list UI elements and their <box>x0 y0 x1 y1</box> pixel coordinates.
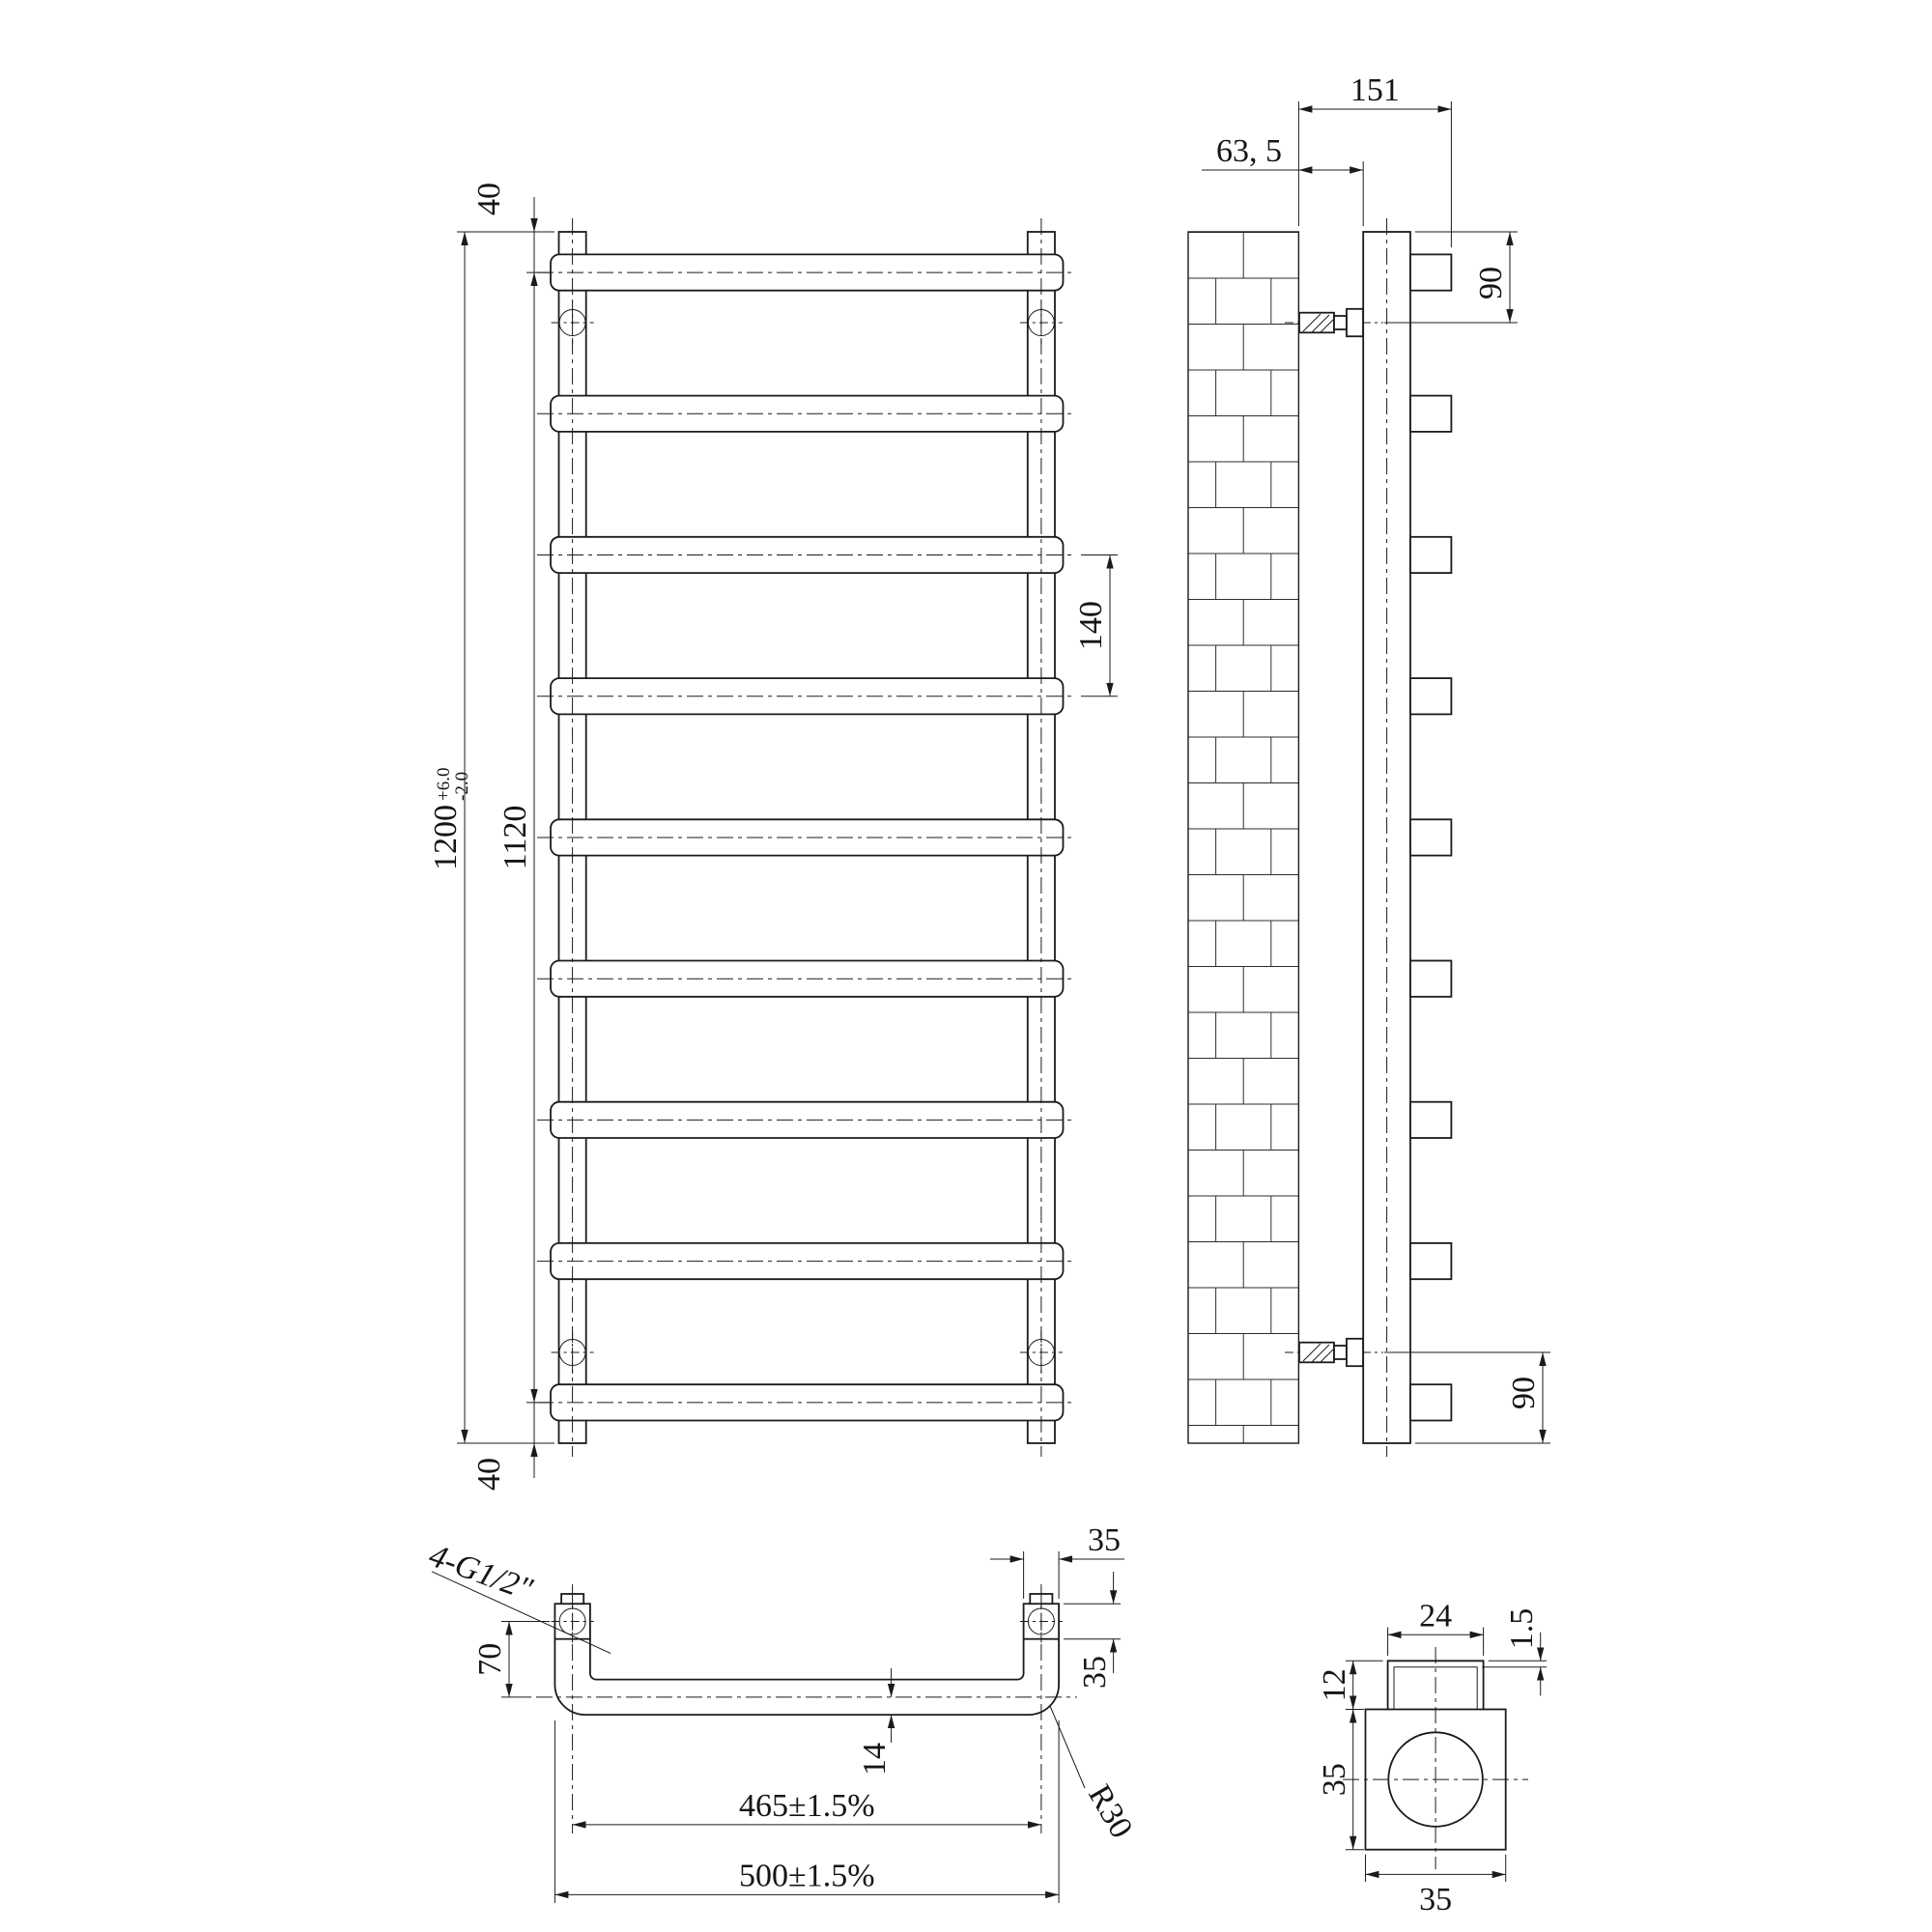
dim-tube-height: 35 <box>1317 1709 1364 1851</box>
dim-bar-pitch-value: 140 <box>1073 601 1109 650</box>
dim-end-drop-value: 70 <box>472 1643 508 1676</box>
dim-bend-radius-value: R30 <box>1081 1779 1139 1845</box>
side-bar <box>1409 959 1453 998</box>
dim-end-block-height: 35 <box>1064 1572 1121 1689</box>
side-bar <box>1409 535 1453 574</box>
front-bar <box>536 677 1077 716</box>
dim-tube-value: 14 <box>857 1743 893 1776</box>
dim-socket-height: 12 <box>1317 1660 1383 1710</box>
front-bar <box>536 1242 1077 1281</box>
dim-top-bracket-offset-value: 90 <box>1473 267 1509 299</box>
dim-bend-radius: R30 <box>1049 1705 1139 1845</box>
section-view: 24 1.5 12 35 35 <box>1317 1598 1548 1918</box>
dim-top-offset: 40 <box>471 183 538 273</box>
front-bar <box>536 394 1077 433</box>
dim-wall-clearance: 63, 5 <box>1202 133 1364 226</box>
plan-tube-outer <box>554 1638 1060 1716</box>
dim-tube-width: 35 <box>1365 1854 1507 1918</box>
dim-overall-height-tol-plus: +6.0 <box>434 768 454 801</box>
dim-centres-width: 465±1.5% <box>572 1788 1041 1829</box>
dim-bottom-bracket-offset-value: 90 <box>1506 1377 1542 1409</box>
side-bar <box>1409 1242 1453 1281</box>
dim-mount-height: 1120 <box>497 271 551 1404</box>
dim-socket-wall: 1.5 <box>1482 1608 1548 1696</box>
dim-centres-width-value: 465±1.5% <box>739 1788 874 1824</box>
side-bar <box>1409 394 1453 433</box>
front-bar <box>536 818 1077 857</box>
front-bar <box>536 535 1077 574</box>
dim-overall-height-value: 1200 <box>428 805 464 870</box>
side-view: 151 63, 5 90 90 <box>1187 72 1550 1457</box>
plan-tube-inner <box>589 1638 1025 1681</box>
thread-label: 4-G1/2" <box>424 1538 537 1608</box>
dim-wall-clearance-value: 63, 5 <box>1216 133 1282 169</box>
dim-bottom-offset: 40 <box>471 1402 538 1491</box>
dim-bottom-bracket-offset: 90 <box>1384 1351 1550 1444</box>
dim-overall-width: 500±1.5% <box>554 1720 1060 1903</box>
side-bar <box>1409 253 1453 292</box>
side-bar <box>1409 1383 1453 1422</box>
side-bar <box>1409 818 1453 857</box>
front-bar <box>536 1383 1077 1422</box>
dim-overall-width-value: 500±1.5% <box>739 1858 874 1893</box>
dim-overall-depth: 151 <box>1297 72 1452 247</box>
dim-tube-width-value: 35 <box>1419 1882 1452 1918</box>
dim-end-drop: 70 <box>472 1621 550 1698</box>
dim-socket-width-value: 24 <box>1419 1598 1452 1634</box>
dim-bar-pitch: 140 <box>1073 554 1118 697</box>
front-view: 1200 +6.0 -2.0 1120 40 40 140 <box>428 183 1118 1491</box>
dim-socket-width: 24 <box>1387 1598 1485 1656</box>
section-socket-inner <box>1393 1666 1478 1710</box>
dim-socket-wall-value: 1.5 <box>1504 1608 1540 1650</box>
dim-overall-height-tol-minus: -2.0 <box>452 772 472 801</box>
dim-top-bracket-offset: 90 <box>1384 231 1518 324</box>
side-bar <box>1409 677 1453 716</box>
side-bar <box>1409 1100 1453 1139</box>
dim-end-block-width-value: 35 <box>1088 1522 1121 1558</box>
dim-bottom-offset-value: 40 <box>471 1458 507 1491</box>
front-bar <box>536 959 1077 998</box>
dim-mount-height-value: 1120 <box>497 806 533 870</box>
dim-tube: 14 <box>857 1668 895 1776</box>
dim-overall-depth-value: 151 <box>1350 72 1400 108</box>
brick-wall <box>1187 231 1300 1444</box>
front-bar <box>536 253 1077 292</box>
dim-end-block-width: 35 <box>990 1522 1124 1599</box>
dim-top-offset-value: 40 <box>471 183 507 215</box>
front-bar <box>536 1100 1077 1139</box>
dim-overall-height: 1200 +6.0 -2.0 <box>428 231 554 1444</box>
dim-tube-height-value: 35 <box>1317 1763 1352 1796</box>
dim-end-block-height-value: 35 <box>1077 1656 1113 1689</box>
dim-socket-height-value: 12 <box>1317 1668 1352 1701</box>
plan-view: 4-G1/2" 70 35 35 14 R3 <box>424 1522 1139 1903</box>
